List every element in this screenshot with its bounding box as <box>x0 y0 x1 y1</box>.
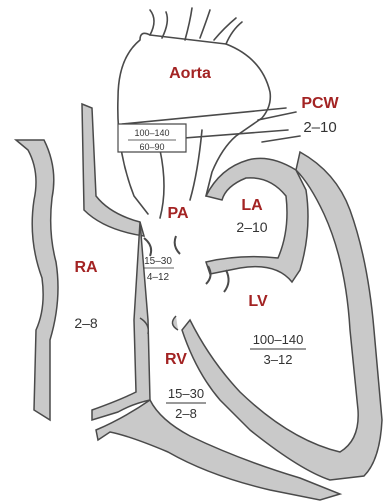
pulmonary-valve <box>144 236 180 256</box>
la-label: LA <box>241 197 263 214</box>
svc-wall <box>16 140 58 420</box>
la-pressure: 2–10 <box>236 219 267 235</box>
pa-pressure-top: 15–30 <box>144 256 172 267</box>
pa-label: PA <box>167 205 188 222</box>
ra-pressure: 2–8 <box>74 315 98 331</box>
pa-pressure-bottom: 4–12 <box>147 272 170 283</box>
lv-pressure-top: 100–140 <box>253 332 304 347</box>
aortic-branch-vessels <box>150 8 242 44</box>
aorta-pressure-bottom: 60–90 <box>139 142 164 152</box>
rv-pressure-top: 15–30 <box>168 386 204 401</box>
pcw-label: PCW <box>301 95 339 112</box>
lv-pressure-bottom: 3–12 <box>264 352 293 367</box>
rv-label: RV <box>165 351 187 368</box>
pcw-pressure: 2–10 <box>303 119 336 136</box>
rv-pressure-bottom: 2–8 <box>175 406 197 421</box>
lv-label: LV <box>248 293 268 310</box>
interatrial-septum <box>92 222 150 420</box>
aorta-pressure-top: 100–140 <box>134 128 169 138</box>
pcw-vessel <box>258 112 300 142</box>
ra-label: RA <box>74 259 98 276</box>
aorta-label: Aorta <box>169 65 211 82</box>
lv-wall <box>182 152 382 480</box>
